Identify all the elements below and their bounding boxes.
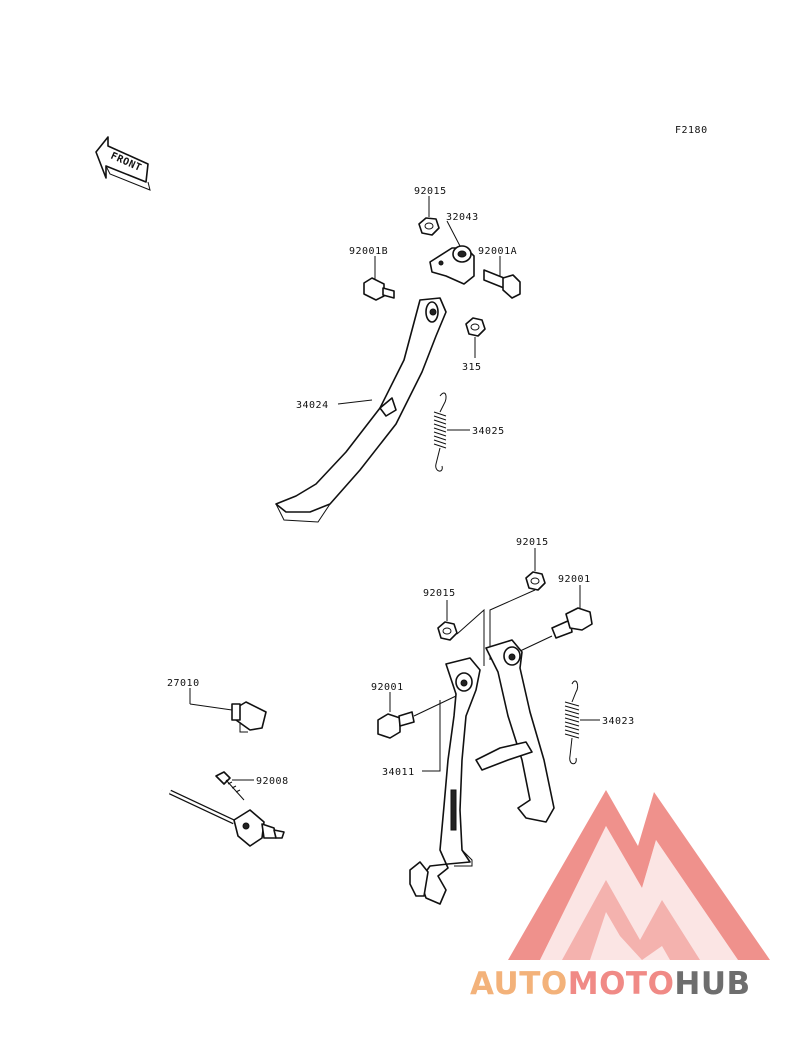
- spring-34025: [433, 392, 447, 472]
- side-stand-34024: [275, 297, 447, 523]
- label-92015-left: 92015: [423, 588, 456, 599]
- label-315: 315: [462, 362, 482, 373]
- bolt-92001-right: [551, 607, 593, 639]
- label-34023: 34023: [602, 716, 635, 727]
- switch-27010: [122, 701, 285, 847]
- label-34011: 34011: [382, 767, 415, 778]
- label-92015-right: 92015: [516, 537, 549, 548]
- label-92001-right: 92001: [558, 574, 591, 585]
- nut-92015-top: [418, 217, 440, 236]
- label-34024: 34024: [296, 400, 329, 411]
- bolt-92001A: [483, 269, 521, 299]
- nut-92015-right: [525, 571, 546, 591]
- label-32043: 32043: [446, 212, 479, 223]
- nut-92015-left: [437, 621, 458, 641]
- label-27010: 27010: [167, 678, 200, 689]
- label-92015-top: 92015: [414, 186, 447, 197]
- label-92001-left: 92001: [371, 682, 404, 693]
- label-92001B: 92001B: [349, 246, 388, 257]
- screw-92008: [215, 771, 245, 801]
- figure-code: F2180: [675, 125, 708, 136]
- spring-34023: [564, 680, 580, 765]
- watermark-moto: MOTO: [568, 966, 675, 1002]
- bolt-92001-left: [377, 711, 415, 739]
- label-34025: 34025: [472, 426, 505, 437]
- nut-315: [465, 317, 486, 337]
- watermark-hub: HUB: [674, 966, 750, 1002]
- watermark-logo-icon: [508, 790, 770, 960]
- watermark-auto: AUTO: [470, 966, 568, 1002]
- label-92001A: 92001A: [478, 246, 517, 257]
- bolt-92001B: [363, 277, 395, 301]
- label-92008: 92008: [256, 776, 289, 787]
- bracket-32043: [429, 245, 475, 285]
- front-arrow-icon: FRONT: [95, 136, 151, 191]
- center-stand-34011: [409, 639, 555, 905]
- watermark-text: AUTOMOTOHUB: [470, 966, 751, 1002]
